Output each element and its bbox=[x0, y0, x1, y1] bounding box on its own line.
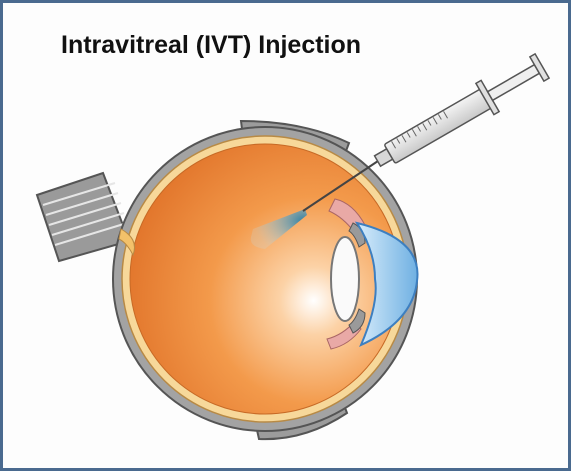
crystalline-lens bbox=[331, 237, 359, 321]
eye-injection-illustration bbox=[3, 3, 571, 471]
optic-nerve bbox=[37, 173, 129, 261]
figure-title: Intravitreal (IVT) Injection bbox=[61, 31, 361, 60]
syringe bbox=[369, 50, 552, 176]
